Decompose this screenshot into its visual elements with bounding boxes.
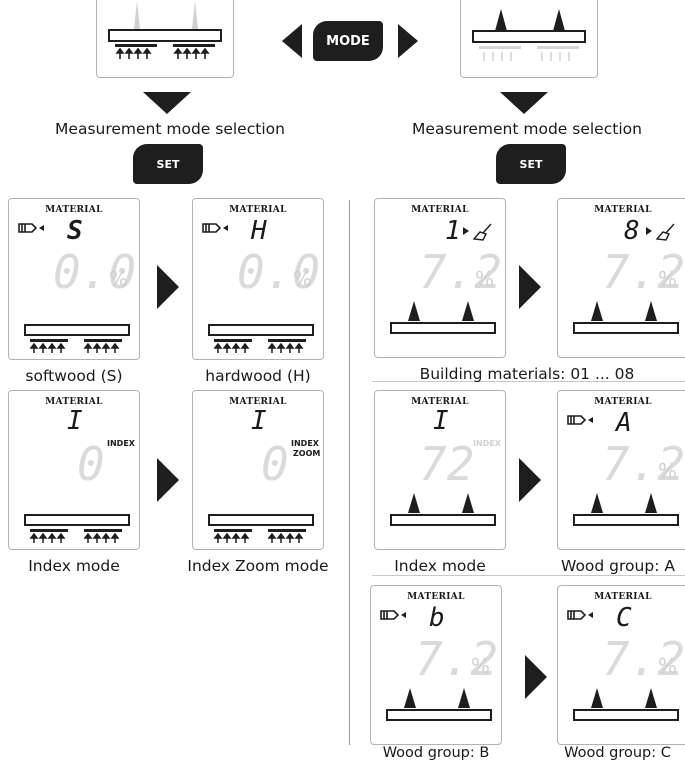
wood-probe-icon [18, 223, 44, 233]
arrow-right-icon [519, 458, 541, 502]
mode-button[interactable]: MODE [313, 21, 383, 61]
index-reading: 72 [419, 437, 475, 491]
mode-code: A [616, 408, 632, 438]
material-label: MATERIAL [407, 592, 465, 602]
display-index-mode: MATERIAL I 0 INDEX [8, 390, 140, 550]
mode-code: S [67, 216, 83, 246]
display-wood-group-c: MATERIAL C 7.2 % [557, 585, 685, 745]
index-label: INDEX [107, 439, 135, 448]
zoom-label: ZOOM [293, 449, 321, 458]
caption-wood-group-a: Wood group: A [561, 557, 675, 575]
wood-probe-icon [567, 415, 593, 425]
arrow-right-icon [157, 458, 179, 502]
percent-sign: % [658, 654, 678, 678]
arrow-right-icon [525, 655, 547, 699]
material-label: MATERIAL [411, 205, 469, 215]
display-index-zoom-mode: MATERIAL I 0 INDEX ZOOM [192, 390, 324, 550]
mode-code: 8 [624, 216, 640, 246]
material-label: MATERIAL [594, 397, 652, 407]
set-button-left[interactable]: SET [133, 144, 203, 184]
mode-code: I [433, 406, 449, 436]
selection-caption-right: Measurement mode selection [412, 120, 642, 138]
percent-sign: % [293, 267, 313, 291]
material-label: MATERIAL [594, 205, 652, 215]
mode-code: C [616, 603, 632, 633]
arrow-left-icon[interactable] [282, 24, 312, 58]
display-wood-group-a: MATERIAL A 7.2 % [557, 390, 685, 550]
moisture-reading: 7.2 [419, 245, 503, 299]
percent-sign: % [471, 654, 491, 678]
caption-hardwood: hardwood (H) [205, 367, 311, 385]
display-building-material-first: MATERIAL 1 7.2 % [374, 198, 506, 358]
wood-pins-icon [24, 514, 130, 543]
wood-probe-icon [202, 223, 228, 233]
arrow-down-icon [500, 92, 548, 114]
top-building-sensor-display [460, 0, 598, 78]
percent-sign: % [658, 267, 678, 291]
material-label: MATERIAL [229, 397, 287, 407]
selection-caption-left: Measurement mode selection [55, 120, 285, 138]
arrow-right-icon [157, 265, 179, 309]
wood-probe-icon [380, 610, 406, 620]
caption-index-zoom-mode: Index Zoom mode [187, 557, 329, 575]
wood-pins-icon [208, 324, 314, 353]
caption-building-materials: Building materials: 01 ... 08 [419, 365, 635, 383]
wood-sensor-pins-icon [108, 1, 222, 59]
building-pins-icon [573, 301, 679, 334]
moisture-reading: 7.2 [602, 632, 685, 686]
row-divider [372, 381, 685, 382]
index-reading: 0 [261, 437, 289, 491]
caption-index-mode-building: Index mode [394, 557, 486, 575]
mode-code: H [251, 216, 267, 246]
material-label: MATERIAL [45, 397, 103, 407]
building-pins-icon [573, 493, 679, 526]
mode-code: I [67, 406, 83, 436]
material-label: MATERIAL [229, 205, 287, 215]
arrow-right-icon [519, 265, 541, 309]
material-label: MATERIAL [411, 397, 469, 407]
mode-code: b [429, 603, 445, 633]
trowel-icon [463, 223, 492, 241]
caption-wood-group-c: Wood group: C [564, 745, 671, 761]
wood-pins-icon [24, 324, 130, 353]
index-reading: 0 [77, 437, 105, 491]
caption-wood-group-b: Wood group: B [382, 745, 490, 761]
building-pins-icon [386, 688, 492, 721]
caption-softwood: softwood (S) [25, 367, 123, 385]
building-pins-icon [390, 301, 496, 334]
display-index-mode-building: MATERIAL I 72 INDEX [374, 390, 506, 550]
caption-index-mode: Index mode [28, 557, 120, 575]
arrow-right-icon[interactable] [398, 24, 428, 58]
display-hardwood: MATERIAL H 0.0 % [192, 198, 324, 360]
material-label: MATERIAL [594, 592, 652, 602]
wood-probe-icon [567, 610, 593, 620]
mode-code: 1 [445, 216, 461, 246]
top-wood-sensor-display [96, 0, 234, 78]
percent-sign: % [475, 267, 495, 291]
set-button-right[interactable]: SET [496, 144, 566, 184]
building-sensor-pins-icon [472, 9, 586, 61]
column-divider [349, 200, 350, 745]
building-pins-icon [573, 688, 679, 721]
moisture-reading: 0.0 [53, 245, 137, 299]
display-softwood: MATERIAL S 0.0 % [8, 198, 140, 360]
moisture-reading: 7.2 [602, 245, 685, 299]
moisture-reading: 7.2 [602, 437, 685, 491]
display-building-material-last: MATERIAL 8 7.2 % [557, 198, 685, 358]
display-wood-group-b: MATERIAL b 7.2 % [370, 585, 502, 745]
wood-pins-icon [208, 514, 314, 543]
percent-sign: % [658, 459, 678, 483]
moisture-reading: 0.0 [237, 245, 321, 299]
index-label: INDEX [291, 439, 319, 448]
building-pins-icon [390, 493, 496, 526]
row-divider [372, 575, 685, 576]
trowel-icon [646, 223, 675, 241]
arrow-down-icon [143, 92, 191, 114]
index-label: INDEX [473, 439, 501, 448]
mode-code: I [251, 406, 267, 436]
percent-sign: % [109, 267, 129, 291]
material-label: MATERIAL [45, 205, 103, 215]
moisture-reading: 7.2 [415, 632, 499, 686]
